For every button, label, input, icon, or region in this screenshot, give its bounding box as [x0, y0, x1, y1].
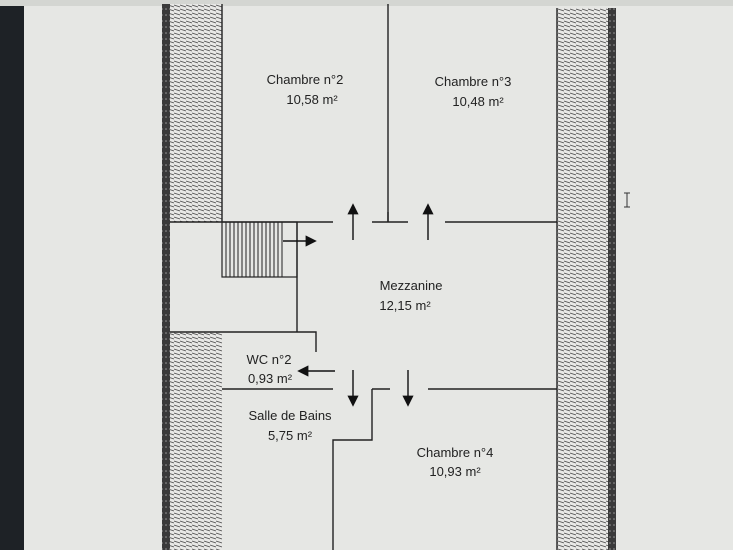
staircase [221, 221, 298, 278]
left-roof-slope-upper [170, 4, 222, 222]
room-name-chambre4: Chambre n°4 [417, 445, 494, 460]
room-name-salle-de-bains: Salle de Bains [248, 408, 332, 423]
text-cursor-icon [624, 192, 630, 208]
left-roof-slope-lower [170, 332, 222, 550]
room-name-chambre2: Chambre n°2 [267, 72, 344, 87]
screen-bezel [0, 0, 24, 550]
screen-top-edge [0, 0, 733, 6]
right-exterior-wall [608, 8, 616, 550]
room-area-chambre4: 10,93 m² [429, 464, 481, 479]
room-area-chambre2: 10,58 m² [286, 92, 338, 107]
right-roof-slope [557, 8, 608, 550]
room-area-mezzanine: 12,15 m² [379, 298, 431, 313]
room-name-mezzanine: Mezzanine [380, 278, 443, 293]
room-area-salle-de-bains: 5,75 m² [268, 428, 313, 443]
room-area-wc2: 0,93 m² [248, 371, 293, 386]
left-exterior-wall [162, 4, 170, 550]
room-name-wc2: WC n°2 [247, 352, 292, 367]
room-name-chambre3: Chambre n°3 [435, 74, 512, 89]
room-area-chambre3: 10,48 m² [452, 94, 504, 109]
